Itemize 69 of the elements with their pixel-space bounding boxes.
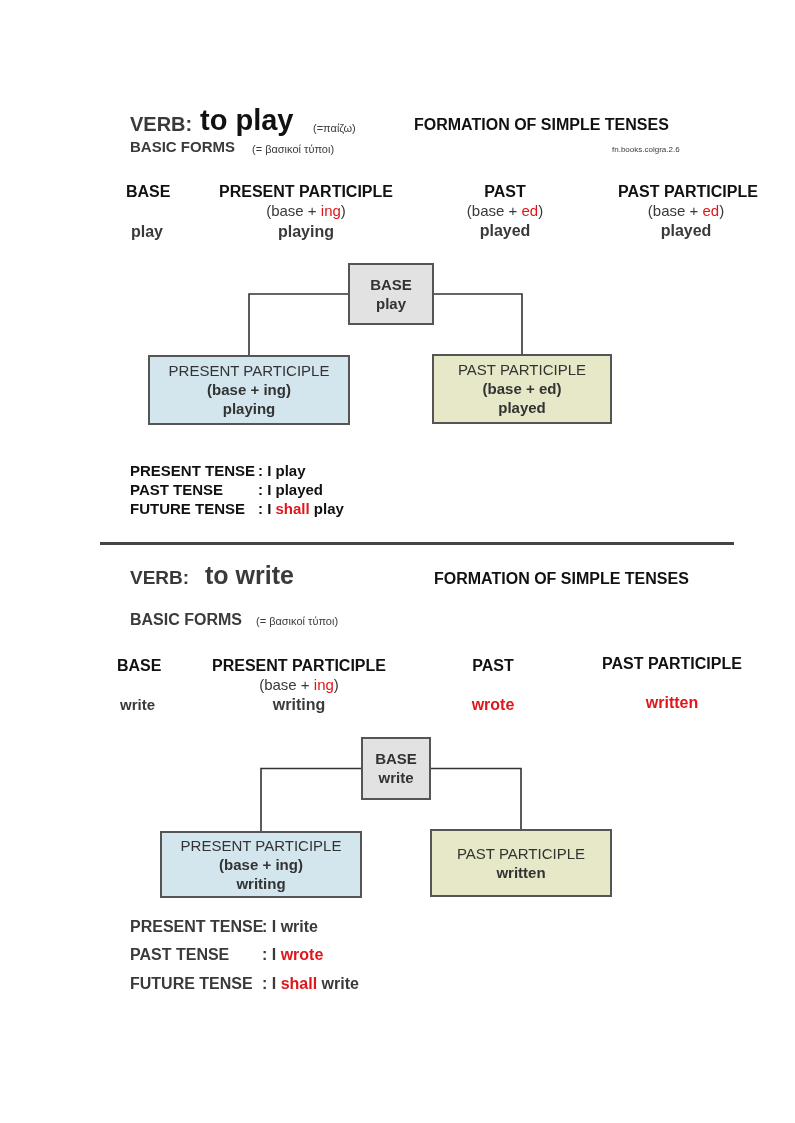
box-heading: BASE — [375, 750, 417, 768]
tense-example: : I played — [258, 482, 324, 499]
box-heading: PAST PARTICIPLE — [457, 361, 587, 379]
connector-line — [433, 293, 523, 355]
verb-form: wrote — [471, 696, 515, 714]
box-text: write — [378, 769, 414, 787]
form-heading: BASE — [117, 657, 162, 675]
box-text: playing — [222, 400, 276, 418]
past-participle-box — [432, 354, 612, 424]
tense-example: : I shall write — [262, 975, 359, 993]
tense-name: FUTURE TENSE — [130, 501, 245, 518]
verb-form: playing — [278, 223, 334, 241]
box-text: play — [376, 294, 406, 313]
formation-rule: (base + ing) — [259, 677, 339, 694]
form-heading: PAST — [484, 183, 526, 201]
connector-line — [260, 767, 362, 832]
tense-name: PAST TENSE — [130, 946, 230, 964]
connector-line — [248, 293, 349, 356]
box-text: writing — [236, 874, 286, 893]
box-heading: PRESENT PARTICIPLE — [180, 836, 342, 855]
box-heading: PRESENT PARTICIPLE — [168, 362, 330, 380]
form-heading: PAST — [472, 657, 514, 675]
box-text: (base + ing) — [207, 381, 291, 399]
tense-name: PAST TENSE — [130, 482, 224, 499]
verb-label: VERB: — [130, 568, 190, 589]
source-reference: fn.books.colgra.2.6 — [612, 146, 680, 155]
box-text: written — [496, 863, 546, 882]
form-heading: PAST PARTICIPLE — [602, 655, 742, 673]
box-heading: PAST PARTICIPLE — [456, 844, 586, 863]
verb-form: played — [660, 222, 712, 240]
past-participle-box — [430, 829, 612, 897]
box-text: (base + ing) — [219, 855, 303, 874]
tense-example: : I wrote — [262, 946, 324, 964]
base-form-box — [348, 263, 434, 325]
verb-form: write — [120, 697, 155, 714]
tense-name: PRESENT TENSE — [130, 918, 264, 936]
forms-heading: BASIC FORMS — [130, 139, 235, 156]
translation-note: (=παίζω) — [313, 122, 356, 135]
present-participle-box — [148, 355, 350, 425]
tense-name: PRESENT TENSE — [130, 463, 256, 480]
tense-example: : I shall play — [258, 501, 344, 518]
box-heading: BASE — [370, 275, 412, 294]
section-heading: FORMATION OF SIMPLE TENSES — [434, 570, 689, 588]
translation-note: (= βασικοί τύποι) — [252, 143, 335, 156]
box-text: (base + ed) — [482, 380, 562, 398]
tense-name: FUTURE TENSE — [130, 975, 253, 993]
formation-rule: (base + ed) — [647, 203, 725, 220]
forms-heading: BASIC FORMS — [130, 611, 242, 629]
base-form-box — [361, 737, 431, 800]
formation-rule: (base + ed) — [466, 203, 544, 220]
verb-form: played — [479, 222, 531, 240]
form-heading: PRESENT PARTICIPLE — [212, 657, 386, 675]
connector-line — [430, 767, 522, 830]
verb-form: play — [131, 223, 163, 241]
verb-title: to play — [200, 105, 294, 137]
section-heading: FORMATION OF SIMPLE TENSES — [414, 116, 669, 134]
form-heading: PAST PARTICIPLE — [618, 183, 758, 201]
tense-example: : I write — [262, 918, 318, 936]
tense-example: : I play — [258, 463, 306, 480]
verb-label: VERB: — [130, 113, 193, 135]
present-participle-box — [160, 831, 362, 898]
verb-form: writing — [272, 696, 326, 714]
box-text: played — [498, 399, 546, 417]
formation-rule: (base + ing) — [266, 203, 346, 220]
verb-form: written — [645, 694, 699, 712]
form-heading: BASE — [126, 183, 171, 201]
form-heading: PRESENT PARTICIPLE — [219, 183, 393, 201]
translation-note: (= βασικοί τύποι) — [256, 615, 339, 628]
verb-title: to write — [205, 562, 294, 590]
